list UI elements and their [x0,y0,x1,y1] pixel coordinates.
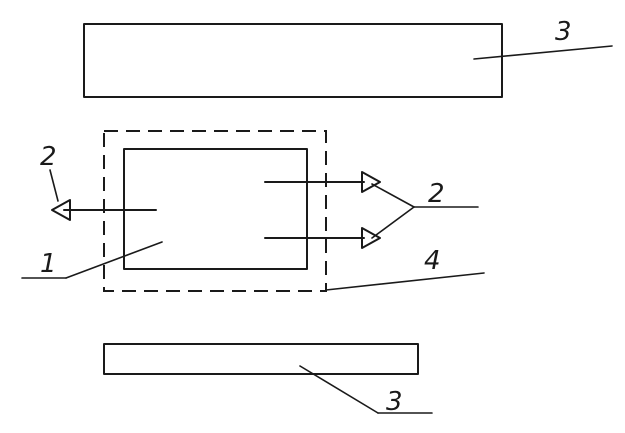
core-leader [65,241,163,279]
right-arrows-leader-lower [371,206,415,239]
left-arrow-leader [49,169,59,202]
right-arrow-upper-head [361,171,381,193]
dashed-frame-label: 4 [424,246,441,276]
bottom-plate-label: 3 [386,387,403,417]
right-arrows-label: 2 [428,179,445,209]
bottom-plate-leader [299,365,379,414]
left-arrow-head [51,199,71,221]
right-arrows-leader-upper [371,183,415,208]
left-arrow-label: 2 [40,142,57,172]
top-plate-leader [473,45,613,60]
core-label: 1 [40,249,57,279]
top-plate [83,23,503,98]
dashed-frame-leader [325,272,485,291]
right-arrow-lower-head [361,227,381,249]
top-plate-label: 3 [555,17,572,47]
bottom-plate [103,343,419,375]
